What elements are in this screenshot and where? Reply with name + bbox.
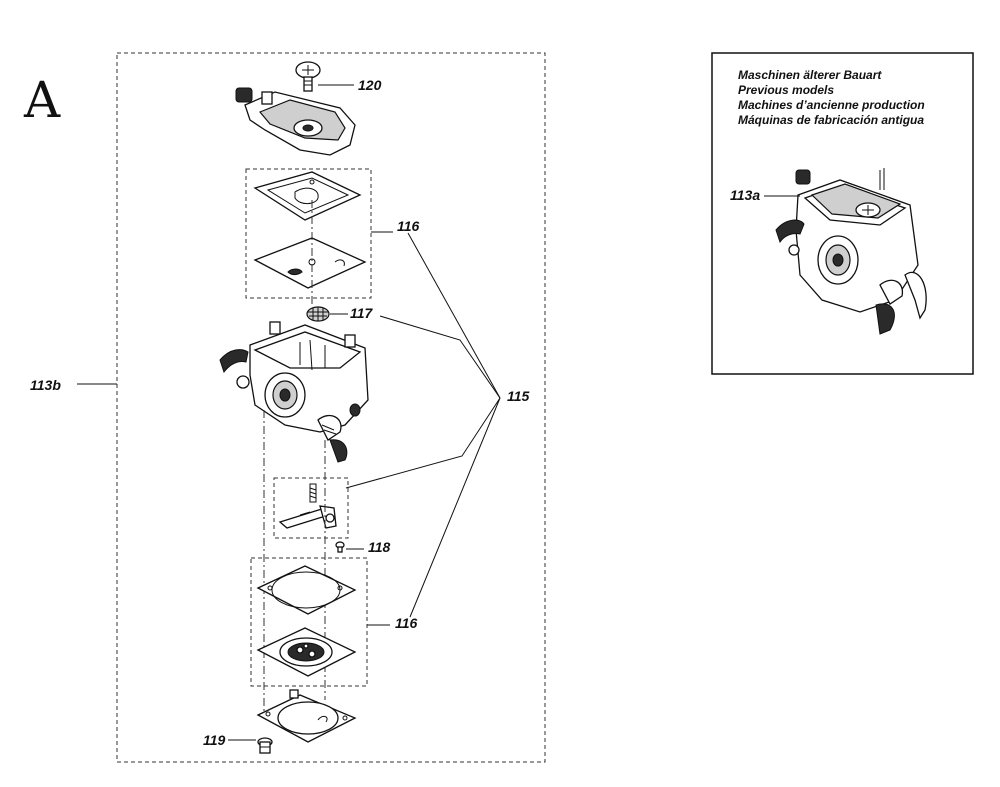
metering-gasket-part xyxy=(256,565,357,615)
callout-116-bottom: 116 xyxy=(395,615,418,631)
screw-120-part xyxy=(295,61,321,92)
inset-line-4: Máquinas de fabricación antigua xyxy=(738,113,924,127)
carburettor-body-part xyxy=(219,321,369,463)
callout-117: 117 xyxy=(350,305,374,321)
inset-line-2: Previous models xyxy=(738,83,834,97)
callout-113b: 113b xyxy=(30,377,61,393)
section-letter: A xyxy=(23,71,61,129)
metering-lever-frame xyxy=(273,477,349,539)
callout-119: 119 xyxy=(203,732,226,748)
top-cover-part xyxy=(235,87,356,156)
metering-lever-part xyxy=(278,483,337,529)
screen-117-part xyxy=(306,306,330,322)
callout-120: 120 xyxy=(358,77,382,93)
callout-113a: 113a xyxy=(730,187,760,203)
inset-line-3: Machines d’ancienne production xyxy=(738,98,925,112)
inset-line-1: Maschinen älterer Bauart xyxy=(738,68,882,82)
main-assembly-frame xyxy=(116,52,546,763)
pump-gasket-part xyxy=(253,171,362,221)
metering-cover-part xyxy=(256,689,357,743)
upper-gasket-frame xyxy=(245,168,372,299)
lower-gasket-frame xyxy=(250,557,368,687)
callout-118: 118 xyxy=(368,539,391,555)
pump-diaphragm-part xyxy=(253,237,367,289)
screw-119-part xyxy=(257,737,273,754)
previous-model-carburettor-part xyxy=(775,168,927,335)
kit-115-leaders xyxy=(345,232,501,618)
callout-115: 115 xyxy=(507,388,530,404)
callout-116-top: 116 xyxy=(397,218,420,234)
screw-118-part xyxy=(335,541,345,553)
metering-diaphragm-part xyxy=(256,627,357,677)
